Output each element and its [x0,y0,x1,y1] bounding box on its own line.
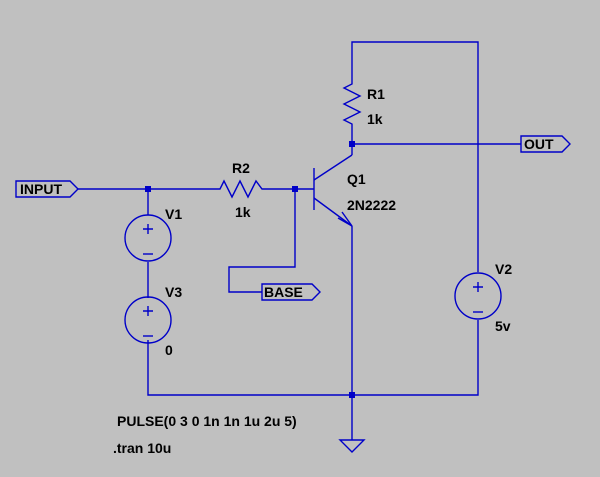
net-label-out[interactable]: OUT [520,135,571,153]
voltage-source-v1[interactable]: V1 [124,206,182,262]
wire-bottom-rail[interactable] [147,320,479,396]
resistor-r1[interactable]: R1 1k [342,80,385,128]
net-label-out-flag [520,135,571,153]
net-label-input-flag [15,180,79,198]
voltage-source-v3-name: V3 [165,284,182,300]
transistor-q1-name: Q1 [347,171,366,187]
net-label-base-flag [261,283,321,301]
tran-directive[interactable]: .tran 10u [113,440,171,456]
pulse-directive[interactable]: PULSE(0 3 0 1n 1n 1u 2u 5) [117,413,297,429]
junction-ground [349,392,355,398]
junctions [145,141,355,398]
voltage-source-v2-name: V2 [495,261,512,277]
v1-circle [124,214,172,262]
resistor-r2[interactable]: R2 1k [215,160,268,220]
net-label-out-text: OUT [524,136,554,152]
net-label-base[interactable]: BASE [261,283,321,301]
resistor-r1-value: 1k [367,111,383,127]
junction-collector [349,141,355,147]
q1-collector-lead [313,154,353,181]
q1-emitter-arrow [337,211,353,227]
wires [78,41,521,440]
net-label-base-text: BASE [264,284,303,300]
v3-plus-sign [143,306,153,316]
q1-emitter-lead [313,197,353,227]
resistor-r1-name: R1 [367,86,385,102]
v2-plus-sign [473,282,483,292]
resistor-r2-symbol [215,179,268,199]
ground-icon [338,439,366,453]
transistor-q1[interactable]: Q1 2N2222 [313,154,396,227]
resistor-r2-value: 1k [235,204,251,220]
voltage-source-v2[interactable]: V2 5v [454,261,512,334]
junction-input [145,186,151,192]
v2-circle [454,272,502,320]
v3-circle [124,296,172,344]
voltage-source-v3-value: 0 [165,342,173,358]
transistor-q1-value: 2N2222 [347,197,396,213]
wire-top-rail[interactable] [351,41,479,272]
resistor-r2-name: R2 [232,160,250,176]
ground-symbol [338,439,366,453]
voltage-source-v3[interactable]: V3 0 [124,284,182,358]
resistor-r1-symbol [342,80,362,128]
wire-base-net[interactable] [228,189,296,293]
voltage-source-v2-value: 5v [495,318,511,334]
net-label-input-text: INPUT [20,181,62,197]
voltage-source-v1-name: V1 [165,206,182,222]
v1-plus-sign [143,224,153,234]
net-label-input[interactable]: INPUT [15,180,79,198]
junction-base [292,186,298,192]
